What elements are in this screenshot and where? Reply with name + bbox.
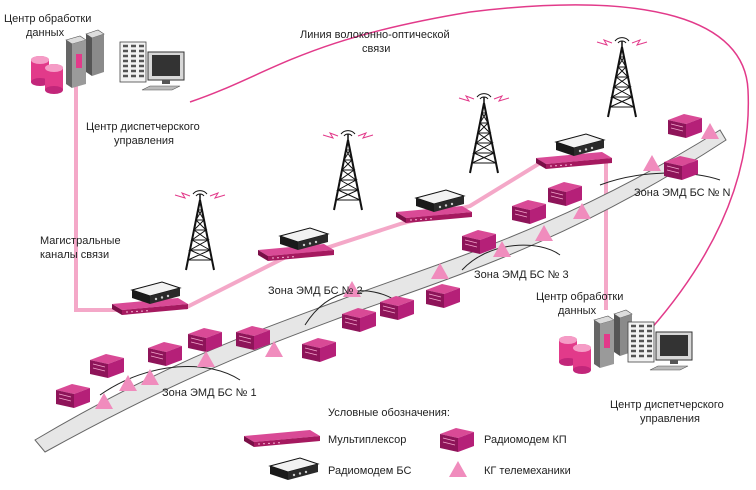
- label-zone-n: Зона ЭМД БС № N: [634, 187, 731, 199]
- legend-radiomodem-bs-icon: [269, 457, 319, 481]
- data-center-icon: [558, 309, 633, 375]
- label-center-processing-tl-1: Центр обработки: [4, 13, 91, 25]
- label-center-processing-br-1: Центр обработки: [536, 291, 623, 303]
- legend-title: Условные обозначения:: [328, 407, 450, 419]
- radiomodem-kp-icon: [547, 181, 583, 207]
- road-band: [34, 129, 727, 453]
- dispatch-center-icon: [118, 40, 186, 92]
- label-trunk-1: Магистральные: [40, 235, 121, 247]
- radiomodem-kp-icon: [147, 341, 183, 367]
- label-zone-2: Зона ЭМД БС № 2: [268, 285, 363, 297]
- data-center-icon: [30, 29, 105, 95]
- kg-triangle-icon: [119, 375, 137, 391]
- label-trunk-2: каналы связи: [40, 249, 109, 261]
- legend-radiomodem-bs-label: Радиомодем БС: [328, 465, 411, 477]
- legend-kg-triangle-icon: [449, 461, 467, 477]
- label-dispatch-tl-2: управления: [114, 135, 174, 147]
- label-dispatch-tl-1: Центр диспетчерского: [86, 121, 200, 133]
- dispatch-center-icon: [626, 320, 694, 372]
- label-zone-1: Зона ЭМД БС № 1: [162, 387, 257, 399]
- tower-icon: [322, 129, 374, 211]
- radiomodem-kp-icon: [663, 155, 699, 181]
- kg-triangle-icon: [643, 155, 661, 171]
- legend: Условные обозначения: Мультиплексор Ради…: [243, 407, 571, 481]
- label-fiber-line-1: Линия волоконно-оптической: [300, 29, 450, 41]
- radiomodem-kp-icon: [55, 383, 91, 409]
- legend-multiplexer-icon: [243, 429, 321, 448]
- kg-triangle-icon: [701, 123, 719, 139]
- tower-icon: [458, 92, 510, 174]
- label-dispatch-br-1: Центр диспетчерского: [610, 399, 724, 411]
- label-dispatch-br-2: управления: [640, 413, 700, 425]
- legend-radiomodem-kp-label: Радиомодем КП: [484, 434, 567, 446]
- radiomodem-kp-icon: [425, 283, 461, 309]
- legend-multiplexer-label: Мультиплексор: [328, 434, 406, 446]
- legend-kg-label: КГ телемеханики: [484, 465, 571, 477]
- label-fiber-line-2: связи: [362, 43, 390, 55]
- tower-icon: [174, 189, 226, 271]
- label-center-processing-br-2: данных: [558, 305, 597, 317]
- radiomodem-kp-icon: [89, 353, 125, 379]
- radiomodem-kp-icon: [301, 337, 337, 363]
- fiber-optic-line: [189, 4, 750, 331]
- radiomodem-kp-icon: [667, 113, 703, 139]
- label-zone-3: Зона ЭМД БС № 3: [474, 269, 569, 281]
- legend-radiomodem-kp-icon: [439, 427, 475, 453]
- radiomodem-kp-icon: [511, 199, 547, 225]
- label-center-processing-tl-2: данных: [26, 27, 65, 39]
- tower-icon: [596, 36, 648, 118]
